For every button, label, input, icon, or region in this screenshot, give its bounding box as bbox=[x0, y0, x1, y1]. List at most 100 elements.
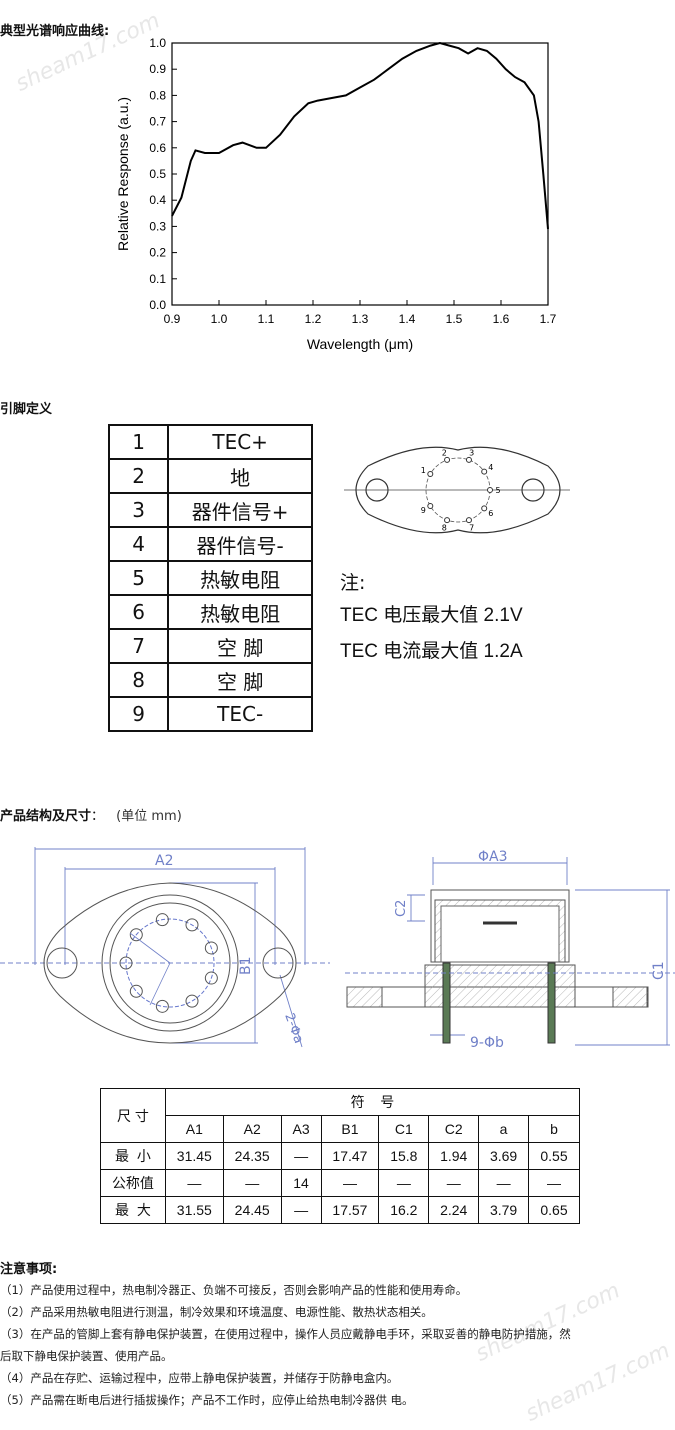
pin-function: 热敏电阻 bbox=[167, 594, 313, 630]
section-heading-structure: 产品结构及尺寸： (单位 mm) bbox=[0, 809, 182, 824]
pin-number: 9 bbox=[107, 696, 170, 732]
top-view-pin bbox=[129, 984, 143, 998]
x-tick-label: 1.1 bbox=[258, 312, 275, 326]
note-item: （3）在产品的管脚上套有静电保护装置，在使用过程中，操作人员应戴静电手环，采取妥… bbox=[0, 1327, 571, 1341]
dim-phi-a-label: 2-Φa bbox=[281, 1011, 306, 1045]
pin-dot bbox=[427, 471, 434, 477]
structure-heading-text: 产品结构及尺寸 bbox=[0, 809, 92, 824]
dim-column-header: C2 bbox=[428, 1115, 480, 1143]
dim-c2-label: C2 bbox=[394, 900, 409, 917]
section-heading-spectral: 典型光谱响应曲线: bbox=[0, 24, 110, 39]
dim-column-header: A2 bbox=[222, 1115, 282, 1143]
pin-number: 6 bbox=[107, 594, 170, 630]
dim-row-label: 最 小 bbox=[100, 1142, 166, 1170]
dim-value: 31.55 bbox=[164, 1196, 224, 1224]
dim-a2-label: A2 bbox=[155, 853, 173, 869]
dim-column-header: A1 bbox=[164, 1115, 224, 1143]
pin-function: 器件信号- bbox=[167, 526, 313, 562]
dim-phi-b-label: 9-Φb bbox=[470, 1035, 504, 1051]
dim-value: 0.65 bbox=[528, 1196, 580, 1224]
dim-phi-a3-label: ΦA3 bbox=[478, 849, 508, 865]
dim-value: — bbox=[428, 1169, 480, 1197]
dim-value: 17.57 bbox=[320, 1196, 380, 1224]
x-tick-label: 1.6 bbox=[493, 312, 510, 326]
y-tick-label: 0.1 bbox=[149, 272, 166, 286]
note-item: 后取下静电保护装置、使用产品。 bbox=[0, 1349, 173, 1363]
dim-column-header: A3 bbox=[280, 1115, 322, 1143]
pin-dot bbox=[444, 456, 451, 463]
pin-function: 空 脚 bbox=[167, 628, 313, 664]
top-view-drawing: A2 B1 2-Φa bbox=[0, 847, 330, 1048]
y-tick-label: 0.0 bbox=[149, 298, 166, 312]
dim-value: — bbox=[478, 1169, 529, 1197]
dim-column-header: b bbox=[528, 1115, 580, 1143]
y-tick-label: 0.9 bbox=[149, 62, 166, 76]
dim-value: — bbox=[280, 1196, 322, 1224]
y-tick-label: 0.4 bbox=[149, 193, 166, 207]
pin-note-title: 注: bbox=[340, 572, 366, 594]
pin-dot-label: 5 bbox=[495, 486, 500, 495]
pin-function: 地 bbox=[167, 458, 313, 494]
dim-value: 3.79 bbox=[478, 1196, 529, 1224]
dim-value: 16.2 bbox=[378, 1196, 430, 1224]
pin-function: TEC+ bbox=[167, 424, 313, 460]
watermark: sheam17.com bbox=[472, 1278, 624, 1367]
dim-row: 公称值——14————— bbox=[100, 1169, 580, 1197]
top-view-pin bbox=[155, 913, 169, 927]
x-tick-label: 1.4 bbox=[399, 312, 416, 326]
x-tick-label: 0.9 bbox=[164, 312, 181, 326]
section-heading-pins: 引脚定义 bbox=[0, 402, 53, 417]
pin-number: 1 bbox=[107, 424, 170, 460]
pin-dot bbox=[465, 517, 472, 524]
y-tick-label: 0.7 bbox=[149, 115, 166, 129]
x-axis-label: Wavelength (μm) bbox=[307, 336, 413, 352]
dim-value: 17.47 bbox=[320, 1142, 380, 1170]
pin-number: 4 bbox=[107, 526, 170, 562]
dim-column-header: B1 bbox=[320, 1115, 380, 1143]
y-tick-label: 0.5 bbox=[149, 167, 166, 181]
plot-frame bbox=[171, 42, 549, 306]
pin-dot-label: 6 bbox=[488, 509, 493, 518]
notes-heading-text: 注意事项 bbox=[0, 1262, 53, 1277]
pin-dot bbox=[427, 503, 434, 509]
pin-dot-label: 8 bbox=[442, 524, 447, 533]
dim-value: 31.45 bbox=[164, 1142, 224, 1170]
pin-dot-label: 1 bbox=[421, 466, 426, 475]
dim-column-header: a bbox=[478, 1115, 529, 1143]
tec-voltage-note: TEC 电压最大值 2.1V bbox=[340, 605, 523, 626]
x-tick-label: 1.0 bbox=[211, 312, 228, 326]
top-view-pin bbox=[185, 994, 199, 1008]
pin-dot-label: 4 bbox=[488, 463, 493, 472]
note-item: （2）产品采用热敏电阻进行测温，制冷效果和环境温度、电源性能、散热状态相关。 bbox=[0, 1305, 433, 1319]
pin-function: 器件信号+ bbox=[167, 492, 313, 528]
dim-value: 15.8 bbox=[378, 1142, 430, 1170]
dim-b1-label: B1 bbox=[238, 956, 254, 975]
dim-row-label: 最 大 bbox=[100, 1196, 166, 1224]
pin-number: 8 bbox=[107, 662, 170, 698]
tec-current-note: TEC 电流最大值 1.2A bbox=[340, 641, 523, 662]
pin-number: 2 bbox=[107, 458, 170, 494]
dim-value: — bbox=[222, 1169, 282, 1197]
y-tick-label: 1.0 bbox=[149, 36, 166, 50]
dim-value: — bbox=[280, 1142, 322, 1170]
top-view-pin bbox=[204, 971, 218, 985]
dim-c1-label: C1 bbox=[651, 961, 667, 980]
x-tick-label: 1.2 bbox=[305, 312, 322, 326]
pin-dot bbox=[481, 468, 488, 475]
pin-dot-label: 2 bbox=[442, 448, 447, 457]
note-item: （1）产品使用过程中，热电制冷器正、负端不可接反，否则会影响产品的性能和使用寿命… bbox=[0, 1283, 468, 1297]
y-tick-label: 0.8 bbox=[149, 88, 166, 102]
dim-value: — bbox=[164, 1169, 224, 1197]
top-view-pin bbox=[119, 956, 133, 970]
note-item: （4）产品在存贮、运输过程中，应带上静电保护装置，并储存于防静电盒内。 bbox=[0, 1371, 399, 1385]
spectral-response-line bbox=[171, 41, 549, 230]
